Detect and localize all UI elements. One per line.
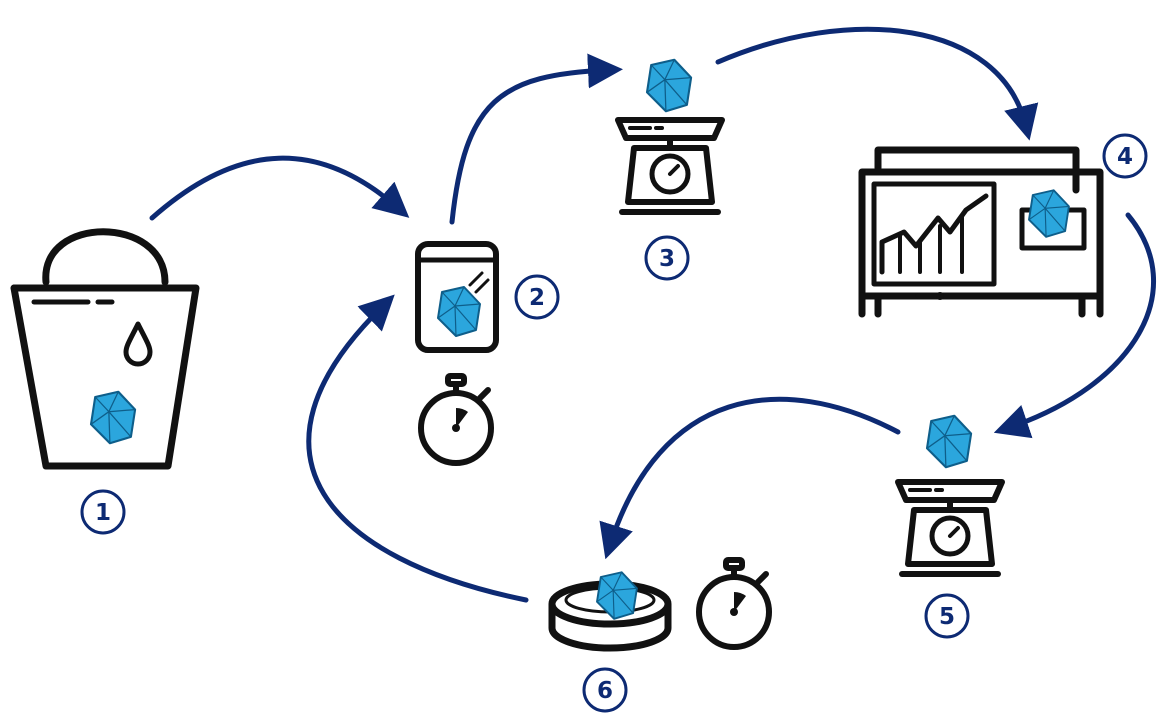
kitchen-scale-icon (618, 120, 722, 212)
step-number-2: 2 (529, 285, 545, 311)
arrow-5-to-6 (599, 396, 901, 560)
bucket-icon (10, 228, 200, 470)
step-badge-4 (1102, 133, 1148, 179)
rock-sample-icon (437, 286, 481, 337)
step-number-4: 4 (1117, 144, 1133, 170)
flow-arrows (149, 26, 1156, 603)
arrow-1-to-2 (149, 155, 410, 221)
rock-sample-icon (925, 414, 973, 469)
step-number-1: 1 (95, 500, 111, 526)
step-badge-5 (924, 593, 970, 639)
analyzer-machine-icon (858, 146, 1104, 318)
step-badge-1 (80, 489, 126, 535)
rock-sample-icon (89, 390, 137, 445)
step-number-6: 6 (597, 678, 613, 704)
arrow-4-to-5 (993, 212, 1156, 439)
sealed-bag-icon (415, 241, 499, 353)
step-number-5: 5 (939, 604, 955, 630)
arrow-3-to-4 (715, 26, 1039, 141)
machine-indicator-dot (936, 292, 944, 300)
stopwatch-icon (699, 560, 769, 647)
stopwatch-icon (421, 376, 491, 463)
step-badge-2 (514, 274, 560, 320)
kitchen-scale-icon (898, 482, 1002, 574)
rock-sample-icon (645, 58, 693, 113)
step-badge-6 (582, 667, 628, 713)
arrow-6-to-2 (306, 294, 529, 603)
step-number-3: 3 (659, 246, 675, 272)
arrow-2-to-3 (449, 53, 623, 225)
step-badge-3 (644, 235, 690, 281)
water-drop-icon (123, 321, 153, 367)
rock-sample-icon (1028, 189, 1070, 238)
